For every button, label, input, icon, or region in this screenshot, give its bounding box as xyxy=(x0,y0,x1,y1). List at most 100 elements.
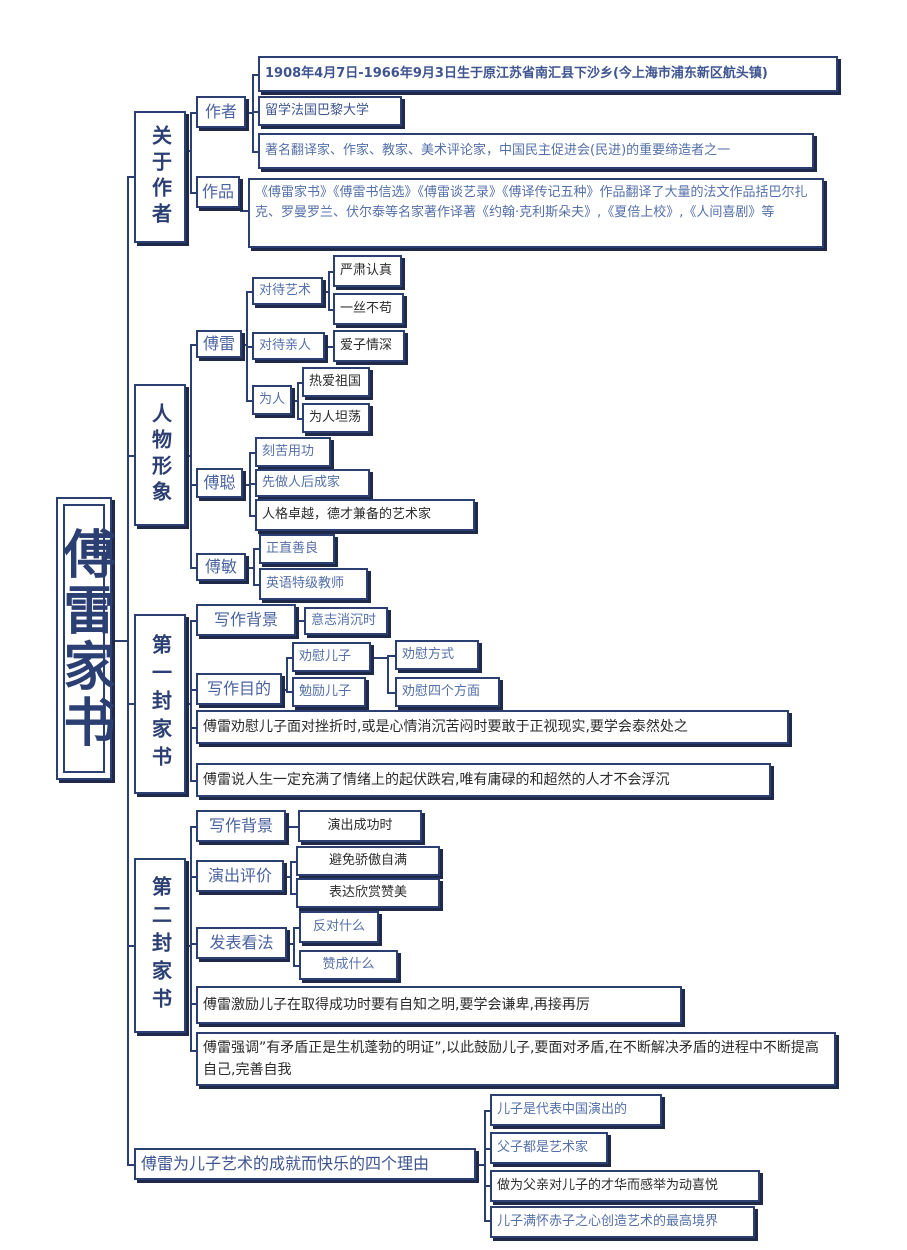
connector xyxy=(253,548,259,550)
connector xyxy=(190,620,192,780)
connector xyxy=(186,150,192,152)
connector xyxy=(293,927,295,965)
connector xyxy=(286,826,298,828)
connector xyxy=(249,483,255,485)
connector xyxy=(242,344,248,346)
character-fulei: 傅雷 xyxy=(196,330,242,358)
connector xyxy=(297,382,302,384)
connector xyxy=(190,876,196,878)
connector xyxy=(249,452,255,454)
fucong-item: 刻苦用功 xyxy=(255,437,331,467)
section-heading-text: 第二封家书 xyxy=(148,875,173,1016)
letter1-purpose-label: 写作目的 xyxy=(196,673,282,705)
connector xyxy=(484,1220,490,1222)
letter2-summary: 傅雷激励儿子在取得成功时要有自知之明,要学会谦卑,再接再厉 xyxy=(196,986,682,1024)
connector xyxy=(325,346,333,348)
title-inner-border xyxy=(63,504,105,773)
connector xyxy=(328,271,333,273)
connector xyxy=(190,780,196,782)
letter1-purpose-c: 劝慰方式 xyxy=(395,640,479,670)
connector xyxy=(387,655,389,692)
connector xyxy=(190,826,196,828)
connector xyxy=(253,584,259,586)
connector xyxy=(290,861,296,863)
connector xyxy=(484,1110,490,1112)
reason-item: 父子都是艺术家 xyxy=(490,1132,608,1164)
letter2-eval-item: 表达欣赏赞美 xyxy=(296,878,440,908)
connector xyxy=(246,291,252,293)
letter1-bg-item: 意志消沉时 xyxy=(304,607,388,635)
connector xyxy=(328,271,330,309)
connector xyxy=(112,640,128,642)
connector xyxy=(484,1185,490,1187)
fumin-item: 正直善良 xyxy=(259,534,335,564)
connector xyxy=(186,703,192,705)
section-heading-text: 人物形象 xyxy=(148,403,173,507)
author-works: 《傅雷家书》《傅雷书信选》《傅雷谈艺录》《傅译传记五种》作品翻译了大量的法文作品… xyxy=(248,178,824,248)
connector xyxy=(186,945,192,947)
works-label: 作品 xyxy=(196,176,240,208)
connector xyxy=(290,893,296,895)
connector xyxy=(253,548,255,584)
author-titles: 著名翻译家、作家、教家、美术评论家，中国民主促进会(民进)的重要缔造者之一 xyxy=(258,133,814,169)
connector xyxy=(282,689,288,691)
letter2-eval-label: 演出评价 xyxy=(196,860,284,892)
connector xyxy=(476,1164,486,1166)
fucong-item: 人格卓越，德才兼备的艺术家 xyxy=(255,499,475,531)
character-fumin: 傅敏 xyxy=(196,553,246,581)
letter1-bg-label: 写作背景 xyxy=(196,604,296,636)
section-heading-author: 关于作者 xyxy=(134,111,186,243)
fulei-person-label: 为人 xyxy=(252,385,292,415)
fulei-family-item: 爱子情深 xyxy=(333,330,405,362)
letter2-view-label: 发表看法 xyxy=(196,927,287,959)
fulei-art-label: 对待艺术 xyxy=(252,277,323,305)
connector xyxy=(252,111,258,113)
fulei-person-item: 热爱祖国 xyxy=(302,367,370,397)
connector xyxy=(127,945,134,947)
connector xyxy=(252,151,258,153)
connector xyxy=(246,567,255,569)
connector xyxy=(292,400,299,402)
section-heading-letter1: 第一封家书 xyxy=(134,614,186,794)
connector xyxy=(127,455,134,457)
connector xyxy=(127,176,129,1165)
letter2-view-item: 反对什么 xyxy=(299,911,379,943)
connector xyxy=(371,657,389,659)
connector xyxy=(190,1003,196,1005)
fumin-item: 英语特级教师 xyxy=(259,568,368,600)
fulei-art-item: 严肃认真 xyxy=(333,255,402,287)
reason-item: 儿子是代表中国演出的 xyxy=(490,1094,662,1126)
section-heading-characters: 人物形象 xyxy=(134,384,186,526)
connector xyxy=(246,346,252,348)
fulei-art-item: 一丝不苟 xyxy=(333,293,404,325)
connector xyxy=(190,943,196,945)
reason-item: 做为父亲对儿子的才华而感举为动喜悦 xyxy=(490,1170,760,1202)
connector xyxy=(190,689,196,691)
letter2-eval-item: 避免骄傲自满 xyxy=(296,846,440,876)
section-heading-letter2: 第二封家书 xyxy=(134,858,186,1033)
connector xyxy=(246,112,254,114)
connector xyxy=(190,727,196,729)
connector xyxy=(246,400,252,402)
connector xyxy=(190,112,192,192)
letter1-summary: 傅雷劝慰儿子面对挫折时,或是心情消沉苦闷时要敢于正视现实,要学会泰然处之 xyxy=(196,710,789,744)
connector xyxy=(252,74,258,76)
author-education: 留学法国巴黎大学 xyxy=(258,96,402,126)
letter1-purpose-a: 劝慰儿子 xyxy=(292,642,371,672)
connector xyxy=(190,567,196,569)
connector xyxy=(240,210,249,212)
letter1-purpose-d: 劝慰四个方面 xyxy=(395,677,500,707)
fulei-person-item: 为人坦荡 xyxy=(302,403,370,433)
author-birth: 1908年4月7日-1966年9月3日生于原江苏省南汇县下沙乡(今上海市浦东新区… xyxy=(258,56,838,92)
connector xyxy=(287,943,295,945)
letter2-summary: 傅雷强调”有矛盾正是生机蓬勃的明证”,以此鼓励儿子,要面对矛盾,在不断解决矛盾的… xyxy=(196,1032,836,1086)
connector xyxy=(190,192,196,194)
connector xyxy=(387,655,395,657)
connector xyxy=(286,657,292,659)
connector xyxy=(190,620,196,622)
character-fucong: 傅聪 xyxy=(196,468,243,498)
connector xyxy=(190,1050,196,1052)
letter2-bg-label: 写作背景 xyxy=(196,810,286,842)
connector xyxy=(484,1148,490,1150)
